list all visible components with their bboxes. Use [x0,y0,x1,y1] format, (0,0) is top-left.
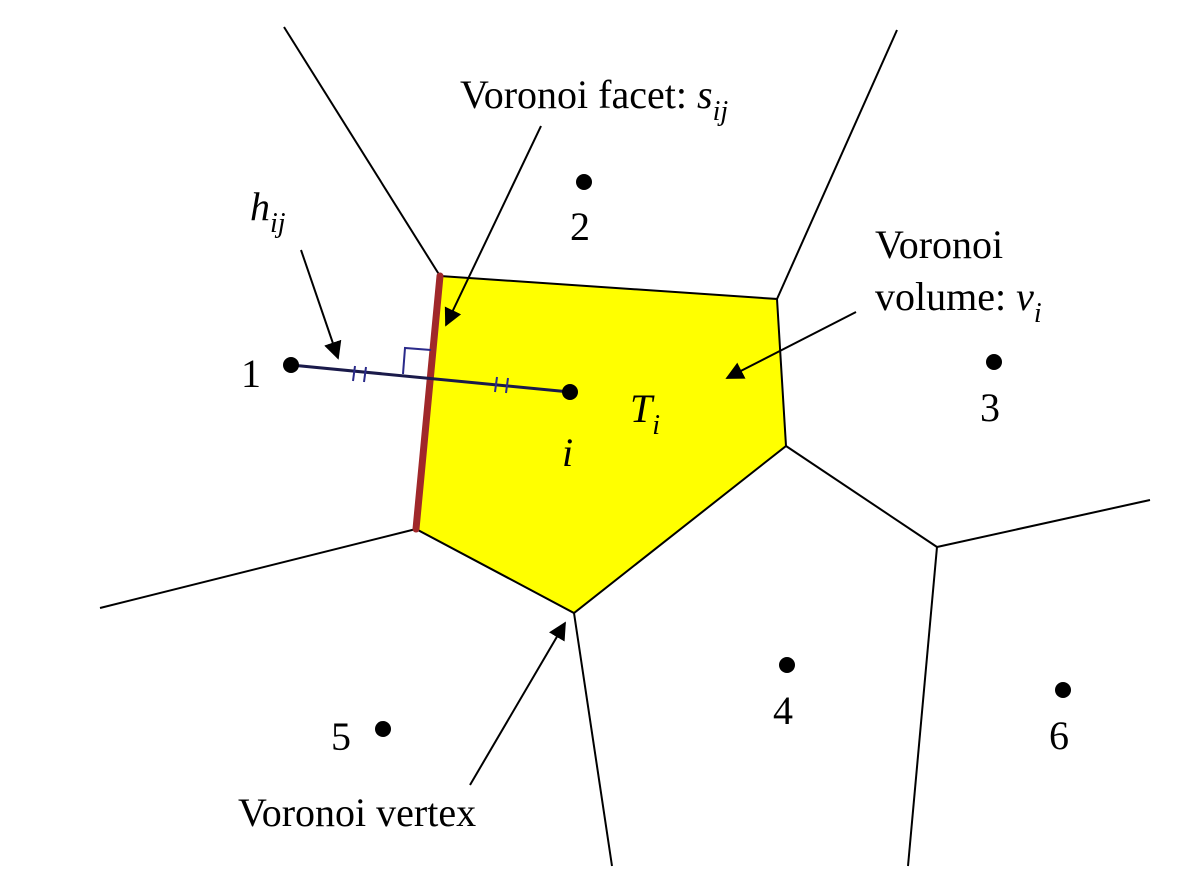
label-point-5: 5 [331,714,351,759]
arrow-vertex [469,621,566,786]
label-point-3: 3 [980,385,1000,430]
arrow-volume [725,311,857,379]
equal-marks [352,365,509,394]
point-4 [779,657,795,673]
right-angle-mark [402,346,432,375]
label-h-ij: hij [250,184,286,239]
point-3 [986,354,1002,370]
arrow-facet [444,125,542,327]
point-1 [283,357,299,373]
label-voronoi-vertex: Voronoi vertex [238,790,476,835]
edge-far-right [936,499,1151,548]
label-cell-Ti: Ti [630,386,660,441]
voronoi-facet-sij [412,272,444,533]
arrow-h [300,249,342,360]
label-point-4: 4 [773,688,793,733]
label-voronoi-volume-line1: Voronoi [875,222,1003,267]
label-voronoi-facet: Voronoi facet: sij [460,72,728,127]
point-i [562,384,578,400]
point-5 [375,721,391,737]
point-2 [576,174,592,190]
arrows [300,125,857,786]
voronoi-edges [99,26,1151,867]
label-point-6: 6 [1049,713,1069,758]
label-point-i: i [562,430,573,475]
label-point-1: 1 [241,351,261,396]
edge-left [99,528,417,609]
point-6 [1055,682,1071,698]
edge-top-left [283,26,441,277]
label-voronoi-volume-line2: volume: vi [875,274,1042,329]
edge-top-right [776,29,898,300]
label-point-2: 2 [570,204,590,249]
segment-1-i [290,363,571,394]
edge-bottom [573,612,613,867]
edge-right [785,445,938,548]
edge-bottom-right [907,546,938,867]
points [283,174,1071,737]
voronoi-cell-i [414,274,788,615]
